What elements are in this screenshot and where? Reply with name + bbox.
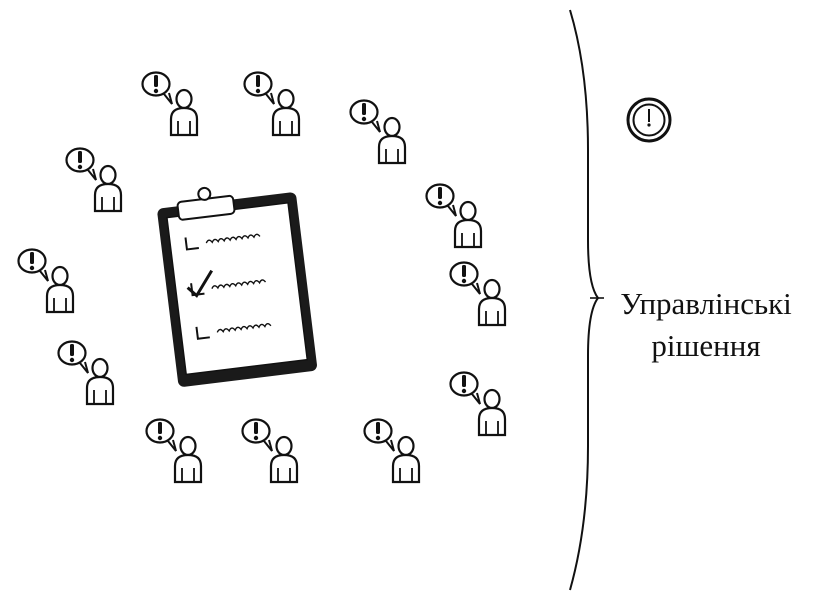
checklist xyxy=(184,233,272,340)
clipboard-icon xyxy=(157,186,317,387)
participant-icon xyxy=(57,340,115,406)
checkbox-icon xyxy=(195,326,210,340)
clock-icon xyxy=(626,97,672,143)
handwriting-scribble xyxy=(205,233,261,244)
participant-icon xyxy=(141,71,199,137)
participant-icon xyxy=(349,99,407,165)
participant-icon xyxy=(241,418,299,484)
checklist-item xyxy=(184,233,261,251)
participant-icon xyxy=(449,371,507,437)
checkmark-icon xyxy=(186,269,213,298)
participant-icon xyxy=(449,261,507,327)
decisions-label: Управлінські рішення xyxy=(598,283,814,367)
handwriting-scribble xyxy=(216,322,272,333)
participant-icon xyxy=(65,147,123,213)
decisions-label-line2: рішення xyxy=(651,328,761,363)
participant-icon xyxy=(17,248,75,314)
decisions-label-line1: Управлінські xyxy=(620,286,792,321)
participant-icon xyxy=(145,418,203,484)
participant-icon xyxy=(425,183,483,249)
checklist-item xyxy=(195,322,272,340)
brace xyxy=(569,9,600,591)
participant-icon xyxy=(363,418,421,484)
handwriting-scribble xyxy=(211,279,267,290)
checkbox-icon xyxy=(184,237,199,251)
checklist-item-checked xyxy=(186,269,267,298)
participant-icon xyxy=(243,71,301,137)
checkbox-icon xyxy=(190,283,205,297)
